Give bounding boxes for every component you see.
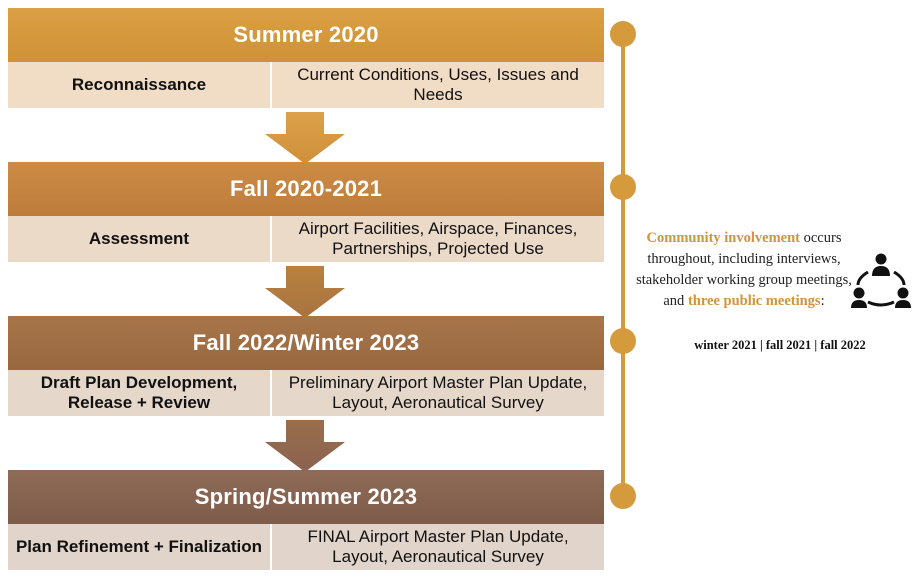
phase-name: Plan Refinement + Finalization <box>8 524 272 570</box>
down-arrow-icon <box>265 266 345 318</box>
community-text: occurs throughout, including interviews,… <box>636 230 852 309</box>
community-text-end: : <box>820 293 825 309</box>
timeline-dot <box>610 174 636 200</box>
down-arrow-icon <box>265 420 345 472</box>
phase-date: Fall 2020-2021 <box>8 162 604 216</box>
phase-details: Draft Plan Development, Release + Review… <box>8 370 604 416</box>
phase-details: Plan Refinement + Finalization FINAL Air… <box>8 524 604 570</box>
phase-date: Fall 2022/Winter 2023 <box>8 316 604 370</box>
phase-name: Assessment <box>8 216 272 262</box>
phase-summer-2020: Summer 2020 Reconnaissance Current Condi… <box>8 8 604 108</box>
phase-description: Preliminary Airport Master Plan Update, … <box>288 373 588 412</box>
timeline-dot <box>610 21 636 47</box>
phase-date: Summer 2020 <box>8 8 604 62</box>
meeting-schedule: winter 2021 | fall 2021 | fall 2022 <box>694 338 866 352</box>
community-involvement-note: Community involvement occurs throughout,… <box>636 228 852 312</box>
community-heading: Community involvement <box>646 230 800 246</box>
phase-description: FINAL Airport Master Plan Update, Layout… <box>307 527 569 566</box>
down-arrow-icon <box>265 112 345 164</box>
phase-fall-2022-winter-2023: Fall 2022/Winter 2023 Draft Plan Develop… <box>8 316 604 416</box>
phase-description: Current Conditions, Uses, Issues and Nee… <box>297 65 579 104</box>
phase-date: Spring/Summer 2023 <box>8 470 604 524</box>
phase-fall-2020-2021: Fall 2020-2021 Assessment Airport Facili… <box>8 162 604 262</box>
timeline-dot <box>610 483 636 509</box>
phase-details: Assessment Airport Facilities, Airspace,… <box>8 216 604 262</box>
phase-description: Airport Facilities, Airspace, Finances, … <box>298 219 578 258</box>
phase-spring-summer-2023: Spring/Summer 2023 Plan Refinement + Fin… <box>8 470 604 570</box>
phase-details: Reconnaissance Current Conditions, Uses,… <box>8 62 604 108</box>
timeline-line <box>621 34 625 496</box>
phase-name: Draft Plan Development, Release + Review <box>8 370 272 416</box>
public-meetings-highlight: three public meetings <box>687 293 821 309</box>
timeline-dot <box>610 328 636 354</box>
phase-name: Reconnaissance <box>8 62 272 108</box>
community-group-icon <box>851 253 911 308</box>
